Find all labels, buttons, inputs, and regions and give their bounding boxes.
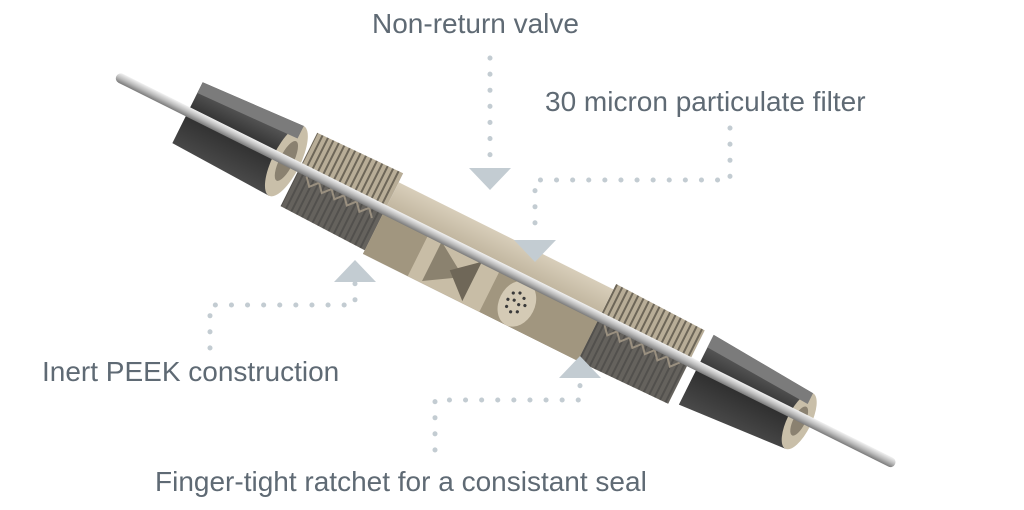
particulate-filter [497,280,537,327]
filter-arrow [514,240,556,262]
leader-lines [207,55,733,453]
valve-body [362,182,614,361]
ratchet-arrow [559,356,601,378]
callout-ratchet-seal: Finger-tight ratchet for a consistant se… [155,466,647,497]
valve-arrow [469,168,511,190]
pointer-arrows [334,168,601,378]
callout-non-return-valve: Non-return valve [372,8,579,39]
peek-leader [207,279,358,351]
callout-peek-construction: Inert PEEK construction [42,356,340,387]
peek-arrow [334,260,376,282]
filter-leader [532,125,733,235]
ratchet-leader [432,375,583,453]
fitting-assembly [115,73,896,468]
callout-particulate-filter: 30 micron particulate filter [545,86,866,117]
tubing [115,73,896,468]
